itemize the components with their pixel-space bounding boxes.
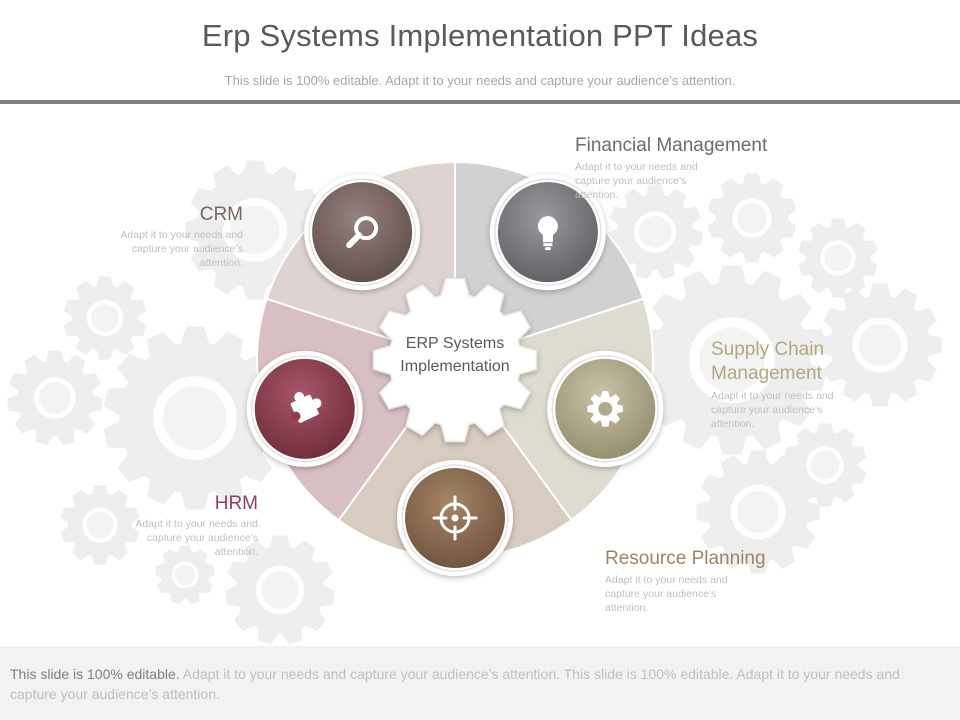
label-financial-management: Financial Management: [575, 135, 768, 156]
background-gear-hub-1: [91, 304, 119, 332]
segment-nodes: [246, 174, 664, 576]
label-crm: CRM: [199, 204, 243, 225]
search-icon-4: [346, 216, 379, 249]
center-label: ERP Systems Implementation: [380, 332, 530, 378]
desc-financial-management: Adapt it to your needs and capture your …: [575, 161, 698, 201]
node-ring-inner-4: [308, 178, 416, 286]
node-ring-inner-0: [494, 178, 602, 286]
slide-subtitle: This slide is 100% editable. Adapt it to…: [224, 73, 736, 88]
background-gear-hub-11: [810, 450, 840, 480]
node-3: [246, 350, 363, 467]
gear-icon-1: [587, 391, 623, 427]
desc-supply-chain-management: Adapt it to your needs and capture your …: [711, 390, 834, 430]
node-4: [304, 174, 421, 291]
slide-title: Erp Systems Implementation PPT Ideas: [201, 18, 759, 53]
background-gear-hub-6: [174, 564, 196, 586]
target-icon-2: [432, 495, 478, 541]
background-gear-hub-12: [737, 491, 779, 533]
header-divider: [0, 100, 960, 104]
background-gear-hub-0: [230, 205, 280, 255]
footer-text: This slide is 100% editable. Adapt it to…: [10, 664, 945, 704]
center-label-line2: Implementation: [400, 358, 510, 375]
label-hrm: HRM: [214, 493, 258, 514]
footer-bar: This slide is 100% editable. Adapt it to…: [0, 646, 960, 720]
node-ring-inner-2: [401, 464, 509, 572]
lightbulb-icon-0: [537, 216, 558, 251]
node-2: [397, 460, 513, 576]
desc-resource-planning: Adapt it to your needs and capture your …: [605, 574, 728, 614]
background-gear-hub-10: [859, 324, 901, 366]
background-gears: [7, 160, 942, 645]
label-resource-planning: Resource Planning: [605, 548, 766, 569]
background-gear-hub-3: [163, 386, 227, 450]
desc-crm: Adapt it to your needs and capture your …: [120, 229, 243, 269]
center-label-line1: ERP Systems: [405, 335, 505, 352]
node-1: [547, 350, 664, 467]
background-gear-hub-8: [736, 202, 768, 234]
background-gear-hub-4: [86, 511, 114, 539]
background-gear-hub-5: [261, 571, 299, 609]
node-0: [489, 174, 606, 291]
background-gear-hub-9: [824, 244, 852, 272]
label-supply-chain-management: Supply Chain Management: [711, 339, 825, 384]
center-gear-shape: [372, 277, 538, 443]
node-disc-4: [312, 182, 413, 283]
background-gear-hub-2: [39, 382, 71, 414]
background-gear-hub-7: [639, 216, 671, 248]
footer-lead: This slide is 100% editable.: [10, 666, 180, 682]
desc-hrm: Adapt it to your needs and capture your …: [135, 518, 258, 558]
background-gear-hub-13: [699, 327, 765, 393]
footer-body: Adapt it to your needs and capture your …: [10, 666, 900, 702]
node-ring-inner-3: [250, 355, 359, 463]
node-ring-inner-1: [551, 355, 660, 463]
puzzle-icon-3: [290, 392, 322, 423]
center-gear: [372, 277, 538, 443]
